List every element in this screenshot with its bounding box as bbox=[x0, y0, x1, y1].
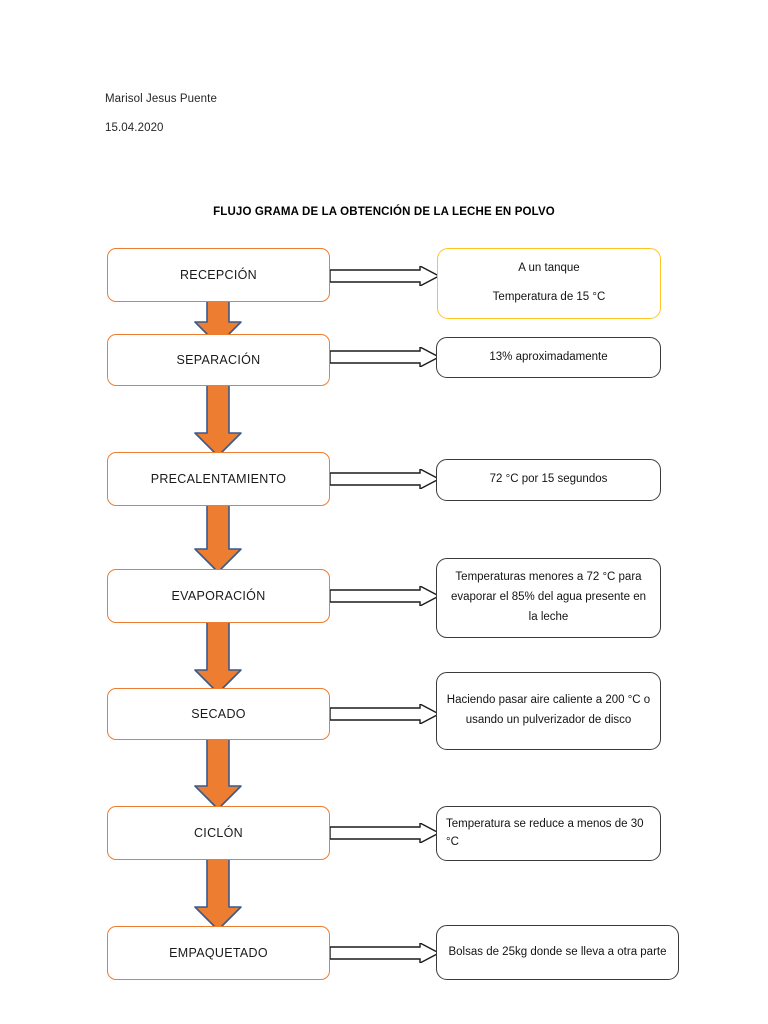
flow-arrow-evaporacion-to-secado bbox=[194, 622, 242, 694]
note-box-secado[interactable]: Haciendo pasar aire caliente a 200 °C o … bbox=[436, 672, 661, 750]
stage-label-evaporacion: EVAPORACIÓN bbox=[171, 589, 266, 603]
stage-label-recepcion: RECEPCIÓN bbox=[179, 268, 258, 282]
note-box-evaporacion[interactable]: Temperaturas menores a 72 °C para evapor… bbox=[436, 558, 661, 638]
flow-arrow-precalentamiento-to-evaporacion bbox=[194, 503, 242, 573]
stage-box-precalentamiento[interactable]: PRECALENTAMIENTO bbox=[107, 452, 330, 506]
connector-ciclon-to-note bbox=[330, 823, 440, 843]
stage-box-recepcion[interactable]: RECEPCIÓN bbox=[107, 248, 330, 302]
flow-arrow-separacion-to-precalentamiento bbox=[194, 375, 242, 457]
stage-label-ciclon: CICLÓN bbox=[193, 826, 244, 840]
connector-precalentamiento-to-note bbox=[330, 469, 440, 489]
note-text-empaquetado: Bolsas de 25kg donde se lleva a otra par… bbox=[448, 945, 667, 958]
page-title: FLUJO GRAMA DE LA OBTENCIÓN DE LA LECHE … bbox=[213, 206, 555, 218]
note-box-separacion[interactable]: 13% aproximadamente bbox=[436, 337, 661, 378]
note-box-empaquetado[interactable]: Bolsas de 25kg donde se lleva a otra par… bbox=[436, 925, 679, 980]
note-box-precalentamiento[interactable]: 72 °C por 15 segundos bbox=[436, 459, 661, 501]
note-box-ciclon[interactable]: Temperatura se reduce a menos de 30 °C bbox=[436, 806, 661, 861]
stage-box-secado[interactable]: SECADO bbox=[107, 688, 330, 740]
note-box-recepcion[interactable]: A un tanque Temperatura de 15 °C bbox=[437, 248, 661, 319]
stage-box-ciclon[interactable]: CICLÓN bbox=[107, 806, 330, 860]
note-line-2: Temperatura de 15 °C bbox=[492, 291, 606, 303]
stage-box-empaquetado[interactable]: EMPAQUETADO bbox=[107, 926, 330, 980]
note-text-evaporacion: Temperaturas menores a 72 °C para evapor… bbox=[450, 571, 646, 623]
flow-arrow-secado-to-ciclon bbox=[194, 738, 242, 810]
document-author: Marisol Jesus Puente bbox=[105, 93, 217, 105]
connector-recepcion-to-note bbox=[330, 266, 440, 286]
connector-empaquetado-to-note bbox=[330, 943, 440, 963]
flow-arrow-ciclon-to-empaquetado bbox=[194, 857, 242, 931]
note-text-recepcion: A un tanque Temperatura de 15 °C bbox=[447, 259, 651, 308]
document-date: 15.04.2020 bbox=[105, 122, 164, 134]
note-line-1: A un tanque bbox=[518, 262, 580, 275]
note-text-separacion: 13% aproximadamente bbox=[489, 350, 608, 363]
note-text-ciclon: Temperatura se reduce a menos de 30 °C bbox=[446, 817, 644, 848]
stage-box-separacion[interactable]: SEPARACIÓN bbox=[107, 334, 330, 386]
connector-evaporacion-to-note bbox=[330, 586, 440, 606]
stage-label-empaquetado: EMPAQUETADO bbox=[169, 946, 268, 960]
connector-secado-to-note bbox=[330, 704, 440, 724]
stage-box-evaporacion[interactable]: EVAPORACIÓN bbox=[107, 569, 330, 623]
note-text-precalentamiento: 72 °C por 15 segundos bbox=[489, 473, 608, 486]
connector-separacion-to-note bbox=[330, 347, 440, 367]
stage-label-precalentamiento: PRECALENTAMIENTO bbox=[150, 472, 287, 486]
stage-label-secado: SECADO bbox=[191, 707, 246, 721]
note-line-spacer bbox=[447, 279, 651, 288]
note-text-secado: Haciendo pasar aire caliente a 200 °C o … bbox=[446, 694, 651, 726]
stage-label-separacion: SEPARACIÓN bbox=[176, 353, 261, 367]
